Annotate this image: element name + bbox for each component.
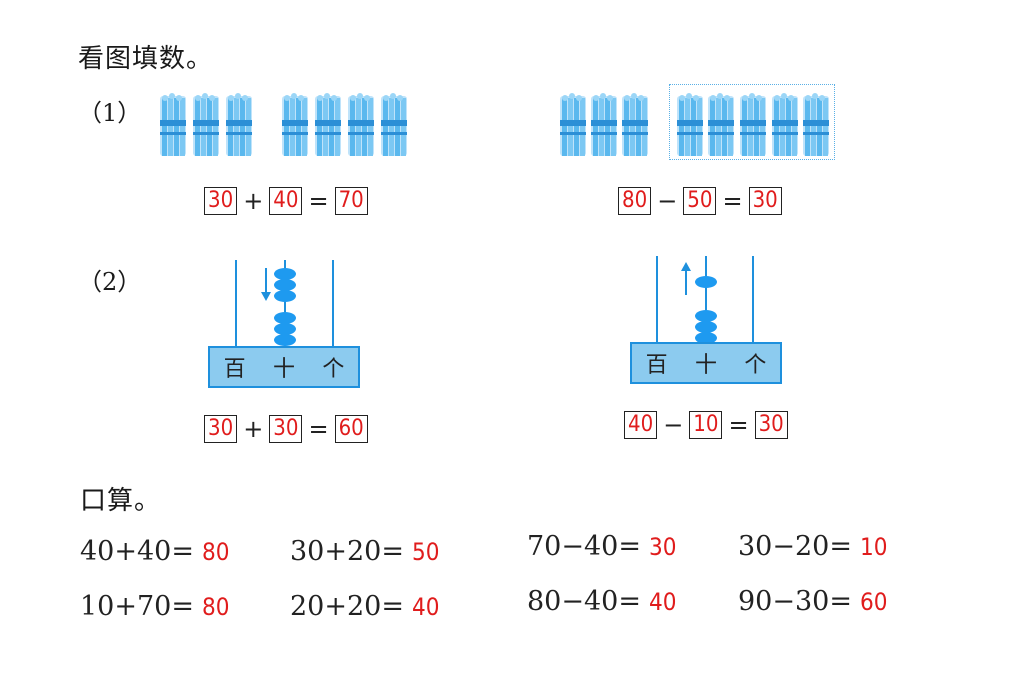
answer-box[interactable]: 40 [624,411,658,439]
question-2-label: （2） [78,268,142,296]
place-hundreds: 百 [645,353,668,378]
operator: − [657,187,678,215]
question-1-label: （1） [78,99,142,127]
oral-calc-item: 10+70=80 [80,591,229,622]
oral-calc-item: 70−40=30 [527,531,676,562]
abacus-bead [274,334,296,346]
oral-calc-item: 30+20=50 [290,536,439,567]
answer-box[interactable]: 30 [748,187,782,215]
abacus-rod-tens [284,260,286,346]
abacus-rod-hundreds [656,256,658,342]
arrow-down-icon [261,268,271,301]
equals-sign: = [728,411,749,439]
operator: + [243,415,264,443]
place-ones: 个 [744,353,767,378]
stick-bundles-left-icon [160,93,407,156]
calc-expression: 30−20= [738,531,852,562]
calc-answer[interactable]: 10 [859,533,888,561]
answer-box[interactable]: 30 [204,187,238,215]
abacus-bead [274,268,296,280]
abacus-bead [274,312,296,324]
arrow-up-icon [681,262,691,295]
abacus-bead [695,332,717,344]
equals-sign: = [308,187,329,215]
answer-box[interactable]: 30 [269,415,303,443]
calc-expression: 80−40= [527,586,641,617]
place-tens: 十 [694,353,717,378]
equals-sign: = [308,415,329,443]
place-tens: 十 [272,357,295,382]
abacus-bead [274,279,296,291]
calc-answer[interactable]: 80 [201,538,230,566]
abacus-rod-tens [705,256,707,342]
abacus-rod-ones [752,256,754,342]
answer-box[interactable]: 50 [683,187,717,215]
section-title-oral-calc: 口算。 [80,486,162,516]
place-hundreds: 百 [223,357,246,382]
oral-calc-item: 80−40=40 [527,586,676,617]
abacus-bead [695,310,717,322]
calc-expression: 40+40= [80,536,194,567]
calc-expression: 30+20= [290,536,404,567]
answer-box[interactable]: 40 [269,187,303,215]
answer-box[interactable]: 80 [618,187,652,215]
equation-q2-left: 30 + 30 = 60 [204,414,368,444]
abacus-bead [695,276,717,288]
abacus-bead [274,323,296,335]
place-ones: 个 [322,357,345,382]
abacus-base-left: 百 十 个 [208,346,360,388]
oral-calc-item: 40+40=80 [80,536,229,567]
calc-expression: 10+70= [80,591,194,622]
operator: + [243,187,264,215]
answer-box[interactable]: 70 [334,187,368,215]
section-title-fill-numbers: 看图填数。 [78,44,214,74]
abacus-rod-ones [332,260,334,346]
calc-expression: 90−30= [738,586,852,617]
answer-box[interactable]: 30 [754,411,788,439]
calc-answer[interactable]: 40 [411,593,440,621]
calc-answer[interactable]: 30 [648,533,677,561]
abacus-bead [274,290,296,302]
answer-box[interactable]: 30 [204,415,238,443]
oral-calc-item: 30−20=10 [738,531,887,562]
calc-answer[interactable]: 50 [411,538,440,566]
calc-expression: 20+20= [290,591,404,622]
abacus-base-right: 百 十 个 [630,342,782,384]
abacus-rod-hundreds [235,260,237,346]
removed-bundles-frame [669,84,835,160]
calc-answer[interactable]: 40 [648,588,677,616]
calc-answer[interactable]: 60 [859,588,888,616]
calc-expression: 70−40= [527,531,641,562]
answer-box[interactable]: 10 [689,411,723,439]
operator: − [663,411,684,439]
oral-calc-item: 20+20=40 [290,591,439,622]
oral-calc-item: 90−30=60 [738,586,887,617]
abacus-bead [695,321,717,333]
equation-q2-right: 40 − 10 = 30 [624,410,788,440]
equation-q1-right: 80 − 50 = 30 [618,186,782,216]
calc-answer[interactable]: 80 [201,593,230,621]
answer-box[interactable]: 60 [334,415,368,443]
equals-sign: = [722,187,743,215]
equation-q1-left: 30 + 40 = 70 [204,186,368,216]
